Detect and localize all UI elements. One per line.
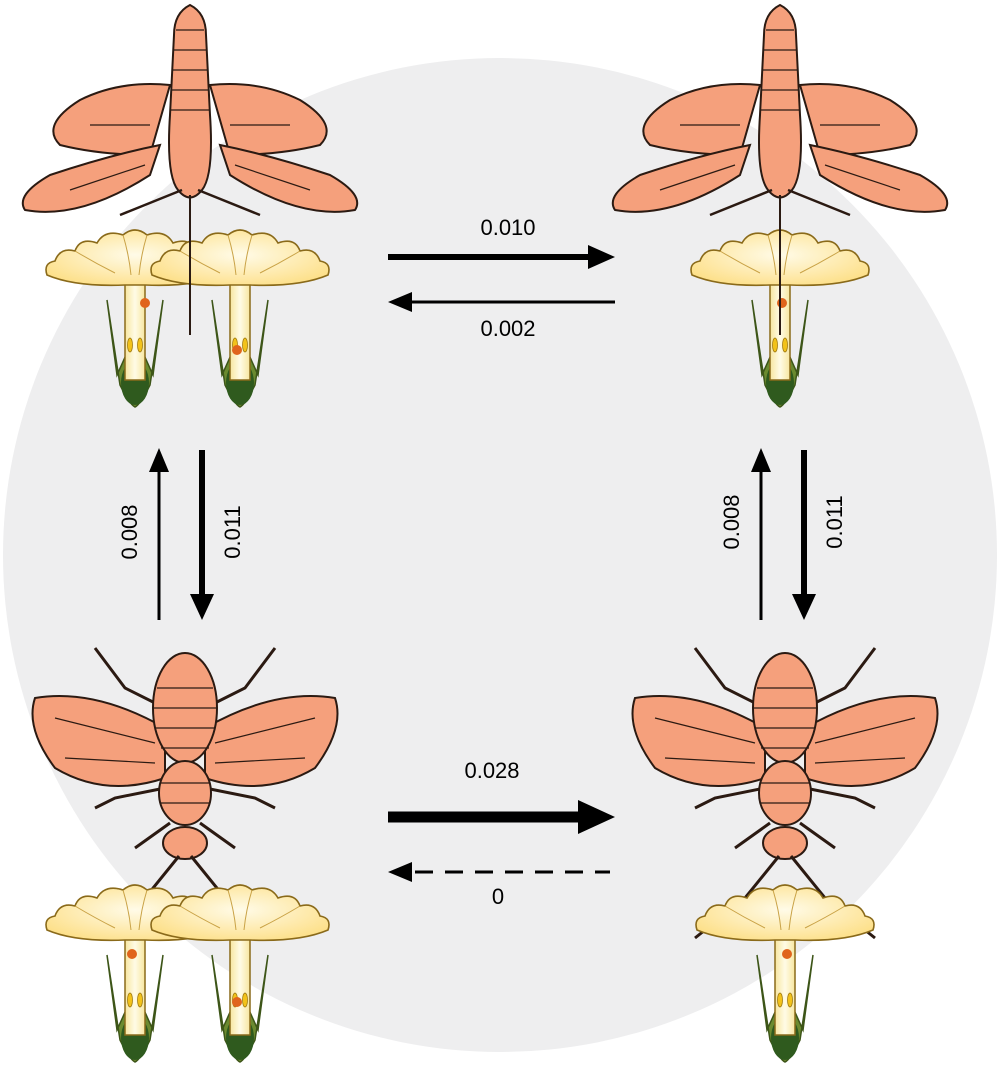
rate-label-bottom-forward: 0.028 [464, 758, 519, 783]
background-circle [3, 58, 997, 1052]
rate-label-right-up: 0.008 [719, 494, 744, 549]
rate-label-top-forward: 0.010 [480, 215, 535, 240]
arrow-left-down [190, 450, 214, 620]
rate-label-bottom-backward: 0 [492, 884, 504, 909]
flower-icon [45, 884, 225, 1063]
flower-icon [150, 884, 330, 1063]
flower-icon [695, 884, 875, 1063]
arrow-bottom-backward [388, 862, 610, 882]
arrow-left-up [149, 448, 169, 620]
flower-icon [150, 229, 330, 408]
arrow-top-backward [388, 292, 615, 312]
arrow-right-up [751, 448, 771, 620]
rate-label-left-down: 0.011 [220, 505, 245, 558]
node-moth-two-flowers [21, 3, 359, 408]
arrow-right-down [792, 450, 816, 620]
node-moth-one-flower [611, 3, 949, 408]
node-bee-one-flower [631, 646, 939, 1063]
rate-label-top-backward: 0.002 [480, 316, 535, 341]
rate-label-right-down: 0.011 [822, 495, 847, 548]
node-bee-two-flowers [31, 646, 339, 1063]
arrow-top-forward [388, 245, 615, 269]
arrow-bottom-forward [388, 800, 615, 834]
rate-label-left-up: 0.008 [117, 504, 142, 559]
flower-icon [45, 229, 225, 408]
